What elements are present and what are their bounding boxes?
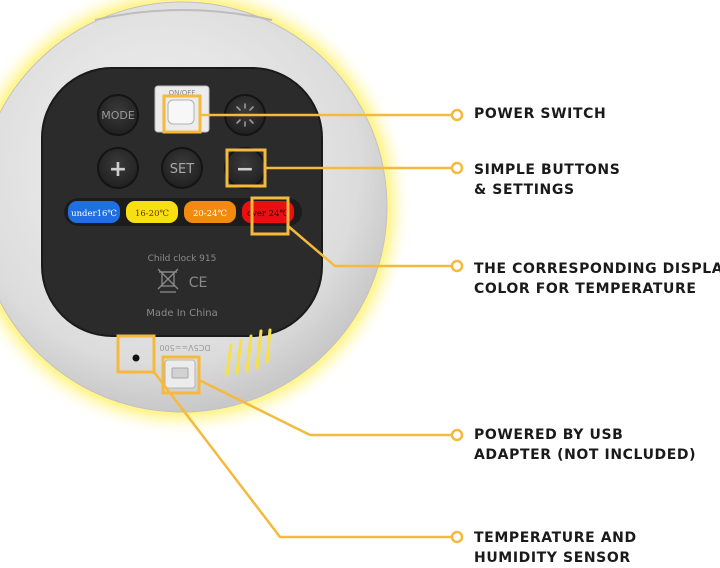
set-button[interactable]: SET [161,147,203,189]
plus-button[interactable]: + [97,147,139,189]
callout-buttons-settings: SIMPLE BUTTONS & SETTINGS [474,160,620,200]
temp-pill-label: under16℃ [71,209,117,219]
callout-line: COLOR FOR TEMPERATURE [474,281,697,297]
top-seam [94,9,273,21]
marker-usb [450,428,464,442]
callout-line: THE CORRESPONDING DISPLAY [474,261,720,277]
temp-color-strip [64,198,302,226]
marker-buttons [450,161,464,175]
minus-button[interactable]: − [224,147,266,189]
callout-line: ADAPTER (NOT INCLUDED) [474,447,697,463]
temp-pill-label: 20-24℃ [193,209,227,219]
temp-pill [242,201,294,223]
callout-power-switch: POWER SWITCH [474,104,606,124]
speaker-vents [225,328,272,377]
marker-sensor [450,530,464,544]
marker-display-color [450,259,464,273]
highlight-usb-port [161,355,201,395]
highlight-temp-color [250,196,290,236]
mode-button[interactable]: MODE [97,94,139,136]
temp-color-pills: under16℃ 16-20℃ 20-24℃ over 24℃ [68,201,294,223]
leader-display-color [287,225,454,268]
temp-pill [184,201,236,223]
callout-line: TEMPERATURE AND [474,530,637,546]
model-text: Child clock 915 [148,254,217,264]
marker-power-switch [450,108,464,122]
mode-button-label: MODE [101,109,135,122]
switch-label: ON/OFF [169,89,196,97]
callout-line: HUMIDITY SENSOR [474,550,631,566]
callout-line: POWER SWITCH [474,106,607,122]
callout-usb-power: POWERED BY USB ADAPTER (NOT INCLUDED) [474,425,696,465]
sensor-hole [132,354,140,362]
temp-pill [126,201,178,223]
set-button-label: SET [170,162,194,177]
callout-line: & SETTINGS [474,182,575,198]
callout-line: SIMPLE BUTTONS [474,162,621,178]
usb-port[interactable] [164,359,196,389]
temp-pill-label: over 24℃ [247,209,289,219]
leader-usb [198,378,454,437]
ce-mark: CE [189,275,208,291]
port-rating-text: DC5V==500 [160,343,211,352]
made-in-text: Made In China [146,308,217,319]
temp-pill-label: 16-20℃ [135,209,169,219]
minus-button-label: − [236,157,254,182]
highlight-sensor [116,334,156,374]
callout-sensor: TEMPERATURE AND HUMIDITY SENSOR [474,528,637,568]
callout-display-color: THE CORRESPONDING DISPLAY COLOR FOR TEMP… [474,259,720,299]
temp-pill [68,201,120,223]
leader-sensor [153,371,454,539]
callout-line: POWERED BY USB [474,427,624,443]
recycle-bin-icon [157,268,179,293]
plus-button-label: + [109,157,127,182]
